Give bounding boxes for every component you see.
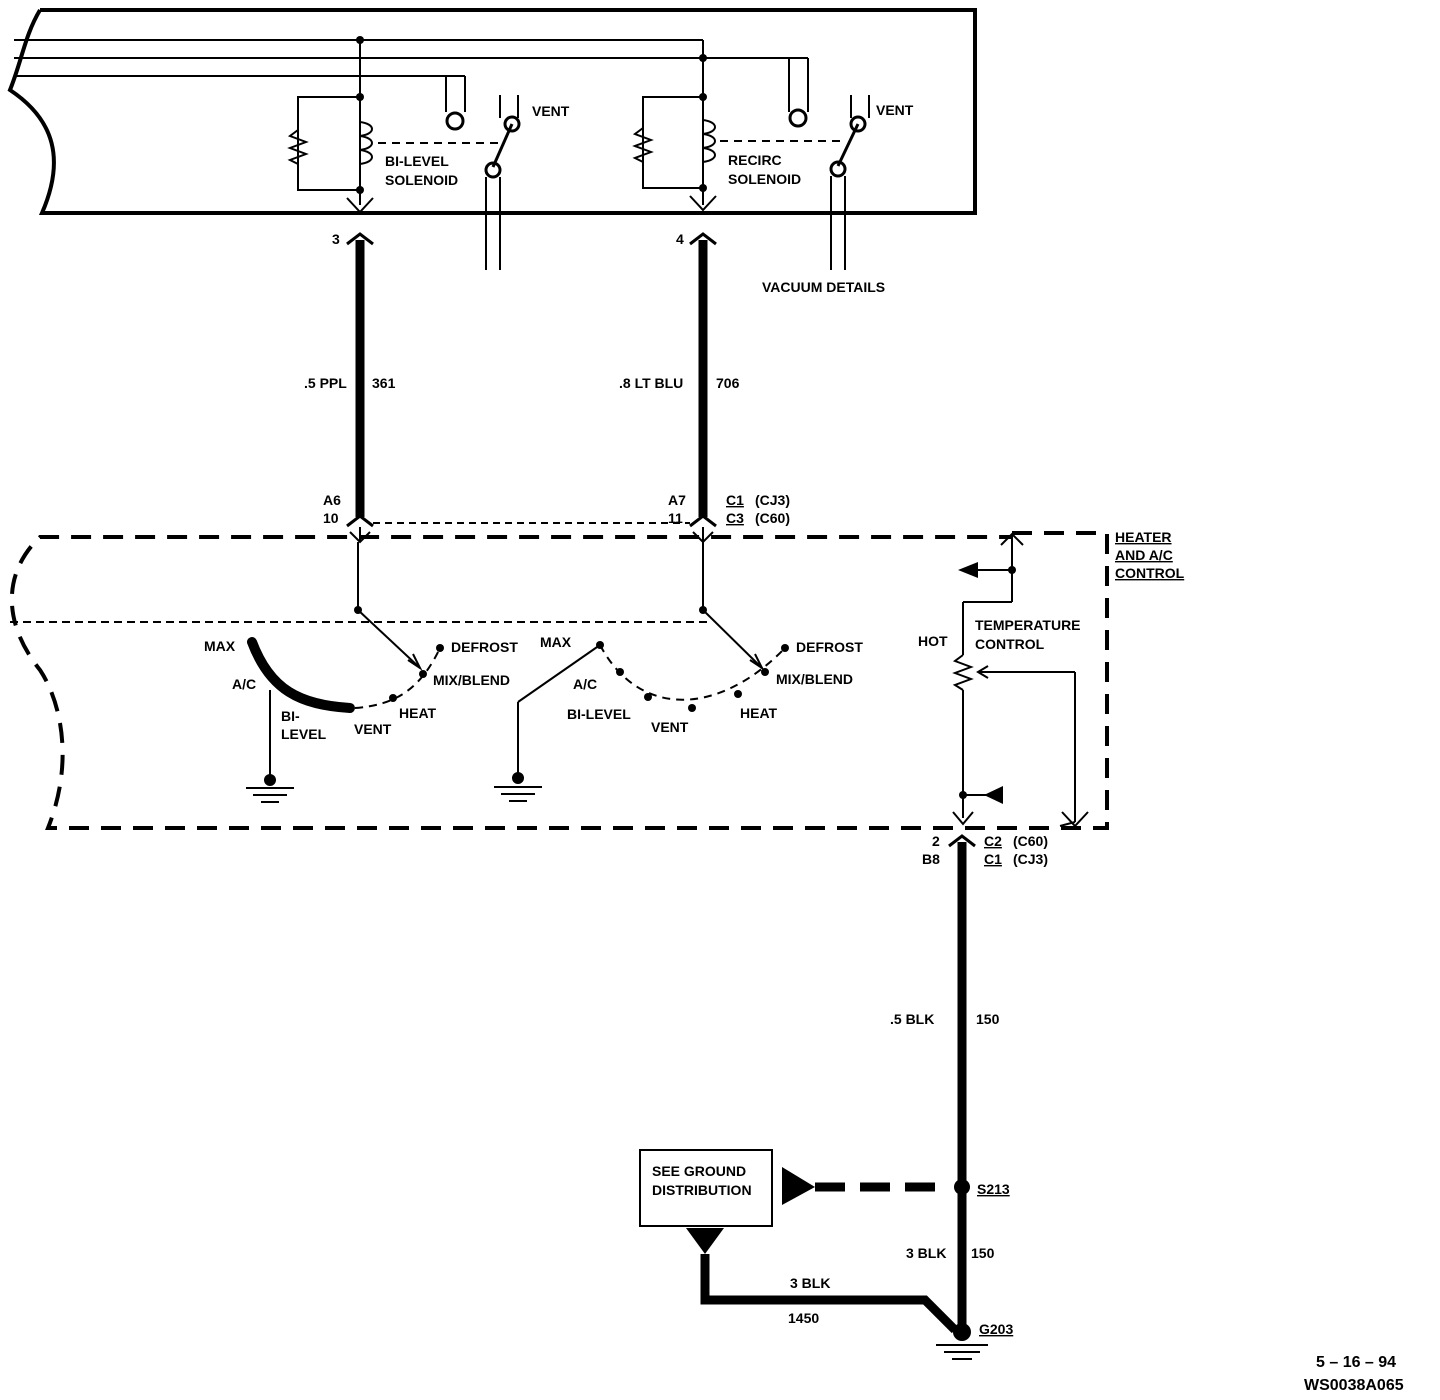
connector-c3-top-id: (C60) [755, 510, 790, 526]
hot-label: HOT [918, 633, 948, 649]
see-ground-distribution-box [639, 1149, 773, 1227]
connector-c3-top: C3 [726, 510, 744, 526]
junction-dots-top [356, 36, 707, 194]
control-title-2: AND A/C [1115, 547, 1173, 563]
ground-pin-c1: B8 [922, 851, 940, 867]
connector-c1-top-id: (CJ3) [755, 492, 790, 508]
bilevel-terminal: 3 [332, 231, 340, 247]
temperature-control-fills [958, 562, 1016, 804]
switch-b-heat: HEAT [740, 705, 778, 721]
recirc-vent-label: VENT [876, 102, 914, 118]
date-stamp: 5 – 16 – 94 [1316, 1354, 1396, 1371]
connector-c2-bottom: C2 [984, 833, 1002, 849]
temperature-control-label-2: CONTROL [975, 636, 1045, 652]
solenoid-output-arrows [346, 195, 717, 214]
ground-g203 [936, 1323, 988, 1360]
switch-a-bilevel-1: BI- [281, 708, 300, 724]
bilevel-solenoid-label-2: SOLENOID [385, 172, 458, 188]
connector-c1-bottom-id: (CJ3) [1013, 851, 1048, 867]
ground-wire-circuit: 150 [976, 1011, 1000, 1027]
vacuum-details-label: VACUUM DETAILS [762, 279, 885, 295]
switch-b [517, 542, 786, 776]
bilevel-solenoid-label-1: BI-LEVEL [385, 153, 449, 169]
ground-symbol-b [494, 772, 542, 802]
splice-label: S213 [977, 1181, 1010, 1197]
switch-a-vent: VENT [354, 721, 392, 737]
switch-a [247, 542, 441, 778]
wire-ground-main [948, 834, 976, 1325]
switch-a-mix: MIX/BLEND [433, 672, 510, 688]
switch-a-defrost: DEFROST [451, 639, 518, 655]
connector-c2-bottom-id: (C60) [1013, 833, 1048, 849]
recirc-solenoid-label-1: RECIRC [728, 152, 782, 168]
switch-b-defrost: DEFROST [796, 639, 863, 655]
bilevel-vent-label: VENT [532, 103, 570, 119]
wire-bilevel [346, 232, 374, 528]
temperature-control [952, 532, 1089, 828]
switch-a-heat: HEAT [399, 705, 437, 721]
ground-point-label: G203 [979, 1321, 1013, 1337]
switch-a-ac: A/C [232, 676, 256, 692]
recirc-terminal: 4 [676, 231, 684, 247]
bilevel-wire-circuit: 361 [372, 375, 396, 391]
control-entry-pins [349, 527, 714, 544]
bilevel-pin-c1: A6 [323, 492, 341, 508]
switch-b-contacts [596, 606, 789, 712]
splice-s213 [782, 1167, 970, 1205]
branch-wire-circuit: 1450 [788, 1310, 819, 1326]
switch-a-contacts [354, 606, 444, 702]
recirc-pin-c1: A7 [668, 492, 686, 508]
control-title-1: HEATER [1115, 529, 1172, 545]
switch-b-mix: MIX/BLEND [776, 671, 853, 687]
switch-b-max: MAX [540, 634, 572, 650]
recirc-solenoid-label-2: SOLENOID [728, 171, 801, 187]
recirc-wire-gauge: .8 LT BLU [619, 375, 683, 391]
branch-wire-gauge: 3 BLK [790, 1275, 830, 1291]
recirc-wire-circuit: 706 [716, 375, 740, 391]
ground-symbol-a [246, 774, 294, 803]
switch-a-bilevel-2: LEVEL [281, 726, 327, 742]
switch-b-vent: VENT [651, 719, 689, 735]
solenoid-assembly [7, 8, 977, 270]
ground-wire-circuit-2: 150 [971, 1245, 995, 1261]
connector-top-labels: C1 (CJ3) C3 (C60) [726, 492, 790, 526]
bilevel-pin-c3: 10 [323, 510, 339, 526]
ground-pin-c2: 2 [932, 833, 940, 849]
see-ground-label-1: SEE GROUND [652, 1163, 746, 1179]
bilevel-wire-gauge: .5 PPL [304, 375, 347, 391]
control-title-3: CONTROL [1115, 565, 1185, 581]
see-ground-label-2: DISTRIBUTION [652, 1182, 752, 1198]
switch-b-bilevel: BI-LEVEL [567, 706, 631, 722]
ground-wire-gauge-2: 3 BLK [906, 1245, 946, 1261]
ground-wire-gauge: .5 BLK [890, 1011, 934, 1027]
drawing-code: WS0038A065 [1304, 1377, 1404, 1394]
connector-c1-top: C1 [726, 492, 744, 508]
control-dashed-outline [9, 531, 1109, 830]
wire-recirc [689, 232, 717, 528]
switch-b-ac: A/C [573, 676, 597, 692]
connector-c1-bottom: C1 [984, 851, 1002, 867]
temperature-control-label-1: TEMPERATURE [975, 617, 1081, 633]
wire-ground-branch [686, 1228, 959, 1334]
switch-a-max: MAX [204, 638, 236, 654]
